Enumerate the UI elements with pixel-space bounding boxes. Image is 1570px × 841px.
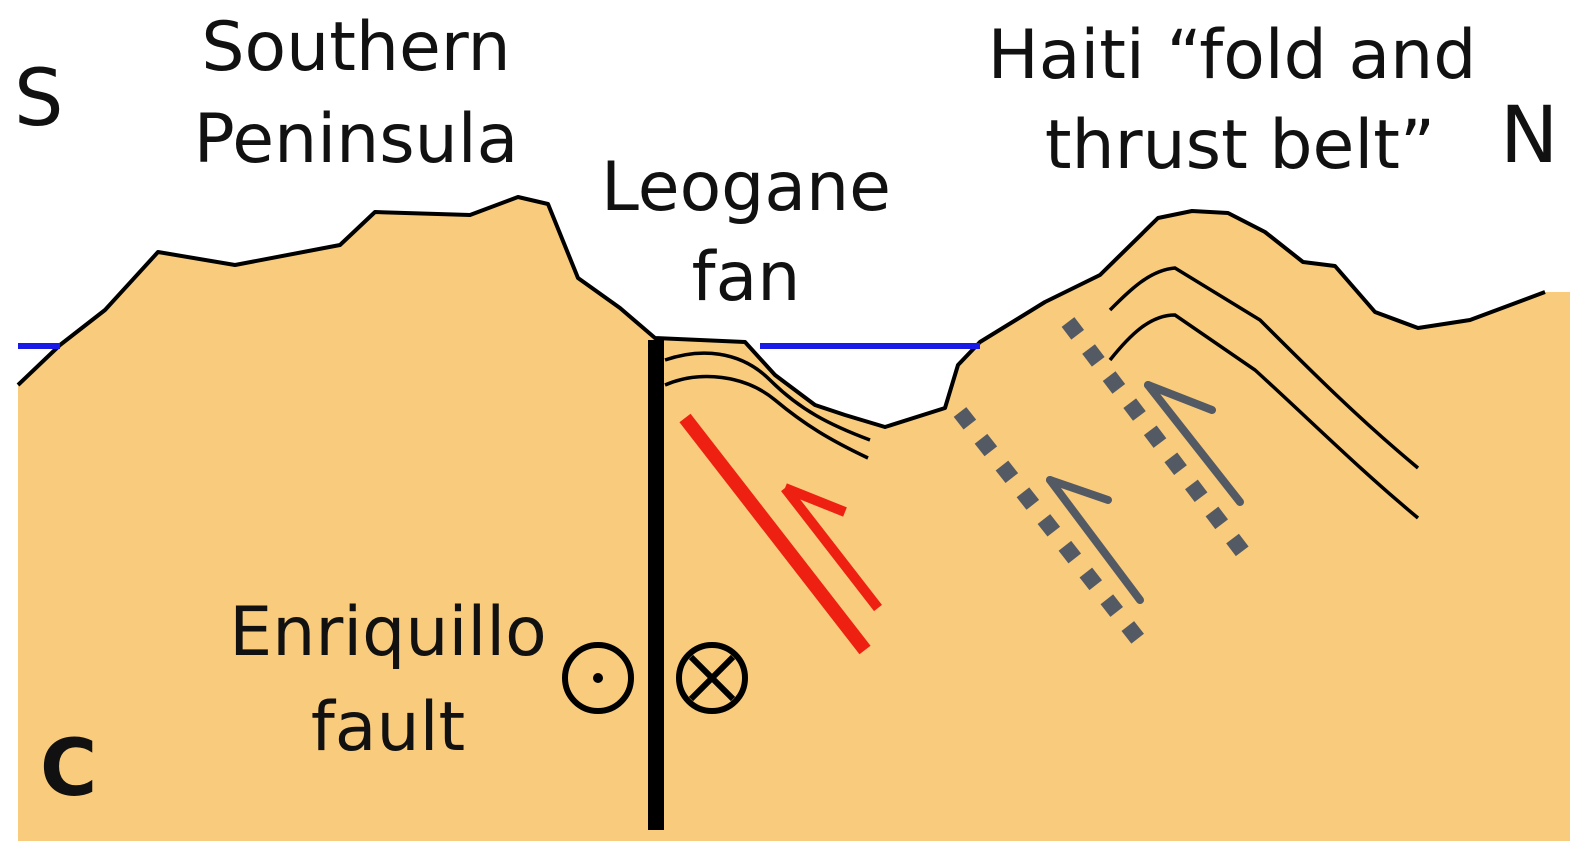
terrain-outline — [16, 195, 1546, 429]
panel-label: C — [40, 724, 97, 814]
north-label: N — [1500, 91, 1558, 181]
fold-line-upper — [1108, 266, 1420, 470]
fan-layer-2 — [664, 374, 869, 460]
enriquillo-fault-label-line1: Enriquillo — [229, 593, 546, 672]
fan-layer-1 — [664, 351, 871, 442]
enriquillo-fault-label-line2: fault — [311, 688, 465, 767]
circle-cross-icon — [676, 642, 748, 714]
thrust-fault-dotted-2 — [1061, 317, 1252, 560]
circle-dot-icon — [562, 642, 634, 714]
red-slip-arrow-head — [783, 483, 847, 517]
leogane-thrust-fault — [679, 413, 871, 655]
fold-thrust-belt-label-line2: thrust belt” — [1045, 106, 1435, 185]
south-label: S — [14, 54, 64, 144]
leogane-fan-label-line1: Leogane — [601, 148, 891, 227]
leogane-fan-label-line2: fan — [692, 238, 801, 317]
red-slip-arrow-shaft — [781, 484, 882, 612]
southern-peninsula-label-line1: Southern — [201, 8, 510, 87]
thrust-fault-dotted-1 — [953, 407, 1152, 653]
land-mass — [18, 197, 1570, 841]
slip-arrow-gray-2 — [1144, 381, 1244, 506]
southern-peninsula-label-line2: Peninsula — [194, 100, 519, 179]
fold-thrust-belt-label-line1: Haiti “fold and — [988, 16, 1477, 95]
fold-line-lower — [1108, 313, 1420, 520]
slip-arrow-gray-1 — [1046, 476, 1144, 604]
